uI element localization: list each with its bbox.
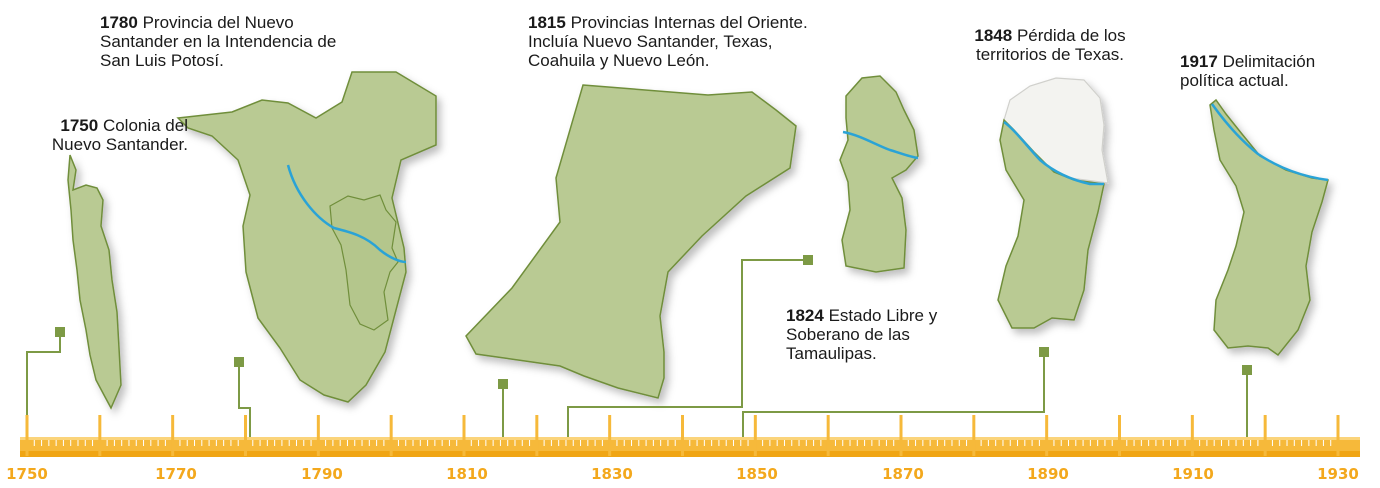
connector-markers: [55, 255, 1252, 389]
caption-1750: 1750 Colonia del Nuevo Santander.: [8, 116, 188, 154]
map-1780: [176, 71, 437, 403]
map-1750: [67, 154, 122, 410]
year-label-1770: 1770: [155, 465, 197, 483]
connector-1824: [567, 259, 808, 440]
minor-ticks: [33, 440, 1332, 446]
caption-1780-year: 1780: [100, 13, 138, 32]
marker-1815: [498, 379, 508, 389]
year-label-1930: 1930: [1317, 465, 1359, 483]
caption-1815: 1815 Provincias Internas del Oriente. In…: [528, 13, 828, 70]
marker-1780: [234, 357, 244, 367]
year-label-1910: 1910: [1172, 465, 1214, 483]
marker-1917: [1242, 365, 1252, 375]
timeline-bar: [20, 415, 1360, 457]
caption-1750-text: Colonia del Nuevo Santander.: [51, 116, 188, 154]
caption-1750-year: 1750: [60, 116, 99, 135]
year-label-1790: 1790: [301, 465, 343, 483]
connector-1848: [742, 352, 1045, 440]
caption-1815-year: 1815: [528, 13, 566, 32]
year-label-1890: 1890: [1027, 465, 1069, 483]
connector-1750: [26, 332, 61, 440]
map-1815: [465, 84, 797, 399]
caption-1848-year: 1848: [974, 26, 1013, 45]
marker-1848: [1039, 347, 1049, 357]
caption-1815-text: Provincias Internas del Oriente. Incluía…: [528, 13, 808, 70]
year-label-1830: 1830: [591, 465, 633, 483]
map-1848: [997, 77, 1109, 329]
year-label-1870: 1870: [882, 465, 924, 483]
marker-1824: [803, 255, 813, 265]
caption-1824-text: Estado Libre y Soberano de las Tamaulipa…: [786, 306, 938, 363]
major-ticks: [25, 415, 1340, 456]
map-1824: [839, 75, 919, 273]
marker-1750: [55, 327, 65, 337]
caption-1917-year: 1917: [1180, 52, 1218, 71]
caption-1824-year: 1824: [786, 306, 824, 325]
caption-1824: 1824 Estado Libre y Soberano de las Tama…: [786, 306, 971, 363]
caption-1848: 1848 Pérdida de los territorios de Texas…: [950, 26, 1150, 64]
map-1917: [1209, 98, 1329, 357]
caption-1917-text: Delimitación política actual.: [1180, 52, 1316, 90]
connector-lines: [26, 259, 1248, 440]
caption-1780-text: Provincia del Nuevo Santander en la Inte…: [100, 13, 337, 70]
caption-1917: 1917 Delimitación política actual.: [1180, 52, 1360, 90]
year-label-1750: 1750: [6, 465, 48, 483]
year-label-1810: 1810: [446, 465, 488, 483]
caption-1780: 1780 Provincia del Nuevo Santander en la…: [100, 13, 358, 70]
caption-1848-text: Pérdida de los territorios de Texas.: [975, 26, 1126, 64]
year-label-1850: 1850: [736, 465, 778, 483]
connector-1780: [238, 362, 251, 440]
